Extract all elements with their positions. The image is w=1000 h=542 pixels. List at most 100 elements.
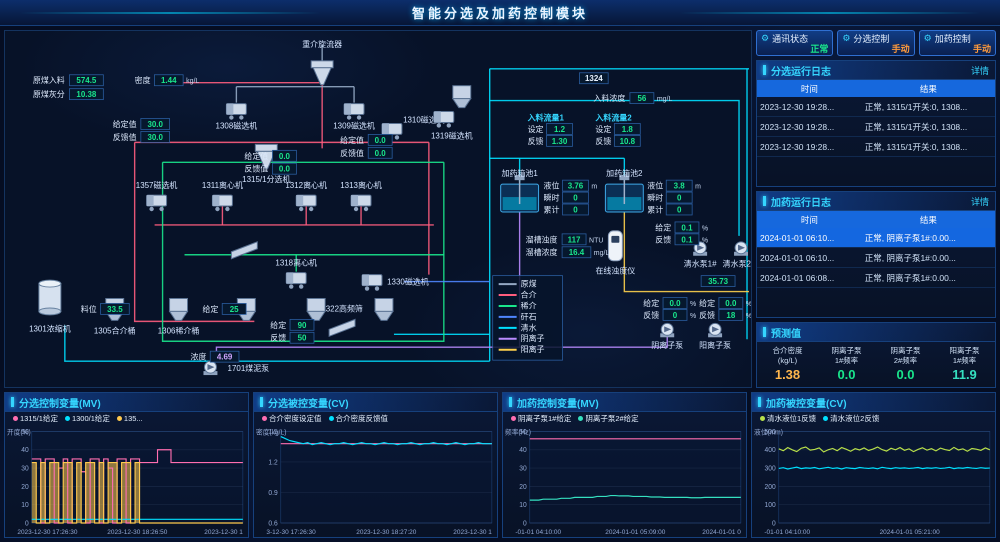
machine-1312: 1312离心机 (285, 180, 327, 212)
log-result: 正常, 阴离子泵1#:0.00... (861, 267, 995, 289)
svg-text:16.4: 16.4 (569, 248, 585, 257)
svg-text:密度: 密度 (135, 75, 151, 85)
svg-text:1324: 1324 (585, 74, 603, 83)
svg-text:给定值: 给定值 (113, 119, 137, 129)
log-row[interactable]: 2024-01-01 06:10... 正常, 阴离子泵1#:0.00... (757, 247, 995, 269)
svg-text:500: 500 (765, 429, 776, 436)
series-line (280, 436, 492, 446)
app-header: 智能分选及加药控制模块 (0, 0, 1000, 26)
cyclone-1315-label: 1315/1分选机 (242, 174, 290, 184)
sorting-log-panel: 分选运行日志 详情 时间 结果 2023-12-30 19:28... 正常, … (756, 60, 996, 188)
column-time: 时间 (757, 80, 862, 97)
svg-text:2024-01-01 0: 2024-01-01 0 (702, 529, 741, 536)
prediction-value: 0.0 (896, 367, 915, 382)
log-row[interactable]: 2023-12-30 19:28... 正常, 1315/1开关:0, 1308… (757, 136, 995, 157)
dosing-log-header: 加药运行日志 详情 (757, 192, 995, 212)
svg-text:574.5: 574.5 (76, 76, 97, 85)
legend-item: 1300/1给定 (64, 413, 110, 424)
plot-area (529, 431, 742, 524)
dosing-log-table: 时间 结果 2024-01-01 06:10... 正常, 阴离子泵1#:0.0… (757, 211, 995, 289)
machine-1357-label: 1357磁选机 (136, 180, 178, 190)
log-time: 2024-01-01 06:08... (757, 267, 862, 289)
svg-text:入料流量1: 入料流量1 (527, 113, 565, 123)
machine-1319: 1319磁选机 (431, 111, 473, 140)
svg-text:10: 10 (519, 502, 527, 509)
svg-text:40: 40 (21, 447, 29, 454)
status-button-row: ⚙通讯状态 正常 ⚙分选控制 手动 ⚙加药控制 手动 (756, 30, 996, 56)
svg-text:56: 56 (637, 94, 646, 103)
svg-text:m: m (695, 184, 701, 191)
prediction-value: 11.9 (952, 367, 977, 382)
dosing-control-button[interactable]: ⚙加药控制 手动 (918, 30, 996, 56)
svg-text:反馈: 反馈 (270, 333, 286, 343)
log-row[interactable]: 2024-01-01 06:08... 正常, 阴离子泵1#:0.00... (757, 267, 995, 289)
svg-text:给定: 给定 (699, 298, 715, 308)
svg-text:-01-01 04:10:00: -01-01 04:10:00 (764, 529, 810, 536)
svg-text:0.1: 0.1 (681, 235, 693, 244)
comm-status-button[interactable]: ⚙通讯状态 正常 (756, 30, 834, 56)
pump-1701: 1701煤泥泵 (203, 360, 269, 376)
prediction-item: 合介密度(kg/L) 1.38 (759, 346, 816, 382)
sorting-log-table: 时间 结果 2023-12-30 19:28... 正常, 1315/1开关:0… (757, 80, 995, 157)
svg-text:料位: 料位 (81, 304, 97, 314)
sorting-control-button[interactable]: ⚙分选控制 手动 (837, 30, 915, 56)
sorting-log-detail-link[interactable]: 详情 (970, 65, 989, 76)
svg-text:反馈值: 反馈值 (340, 148, 364, 158)
value-box: 给定0.0% (699, 297, 751, 309)
legend-dot (760, 416, 765, 421)
log-row[interactable]: 2023-12-30 19:28... 正常, 1315/1开关:0, 1308… (757, 116, 995, 137)
svg-text:%: % (702, 225, 708, 232)
screen-mid (230, 241, 258, 260)
log-time: 2023-12-30 19:28... (757, 116, 862, 137)
svg-text:给定值: 给定值 (340, 135, 364, 145)
svg-text:累计: 累计 (647, 204, 663, 214)
pipe-qingshui-mid (489, 99, 740, 236)
svg-text:0.0: 0.0 (725, 299, 737, 308)
svg-text:NTU: NTU (589, 237, 603, 244)
svg-text:稀介: 稀介 (521, 300, 537, 310)
svg-text:1.44: 1.44 (161, 76, 177, 85)
svg-text:2023-12-30 17:26:30: 2023-12-30 17:26:30 (17, 529, 77, 536)
log-row[interactable]: 2023-12-30 19:28... 正常, 1315/1开关:0, 1308… (757, 97, 995, 117)
chart-title: 加药控制变量(MV) (517, 398, 599, 410)
svg-text:反馈值: 反馈值 (244, 164, 268, 174)
svg-text:给定值: 给定值 (244, 151, 268, 161)
log-row[interactable]: 2024-01-01 06:10... 正常, 阴离子泵1#:0.00... (757, 228, 995, 249)
svg-text:18: 18 (726, 311, 735, 320)
prediction-value: 0.0 (837, 367, 856, 382)
machine-1311-label: 1311离心机 (202, 180, 243, 190)
svg-text:0: 0 (677, 205, 682, 214)
status-value: 正常 (810, 44, 829, 54)
legend-dot (823, 416, 829, 421)
hopper-4 (306, 298, 327, 321)
svg-text:1.8: 1.8 (622, 125, 634, 134)
legend-dot (13, 416, 18, 421)
status-value: 手动 (891, 44, 910, 54)
svg-text:2023-12-30 1: 2023-12-30 1 (453, 529, 492, 536)
svg-text:浓度: 浓度 (191, 352, 207, 362)
pipe-yanglizi-main (623, 211, 750, 293)
chart-header: 分选被控变量(CV) (254, 393, 497, 412)
screen-1322-label: 1322高频筛 (321, 303, 363, 313)
svg-text:1.2: 1.2 (554, 125, 566, 134)
machine-1311: 1311离心机 (202, 180, 243, 212)
value-box: 1324 (579, 72, 609, 85)
chart-legend: 阴离子泵1#给定阴离子泵2#给定 (503, 412, 746, 425)
svg-text:溜槽浓度: 溜槽浓度 (526, 247, 558, 257)
svg-text:0: 0 (772, 520, 776, 527)
svg-text:反馈: 反馈 (643, 310, 659, 320)
series-area (31, 462, 243, 523)
dosing-log-detail-link[interactable]: 详情 (970, 196, 989, 207)
cyclone-1315: 1315/1分选机 (242, 143, 290, 184)
